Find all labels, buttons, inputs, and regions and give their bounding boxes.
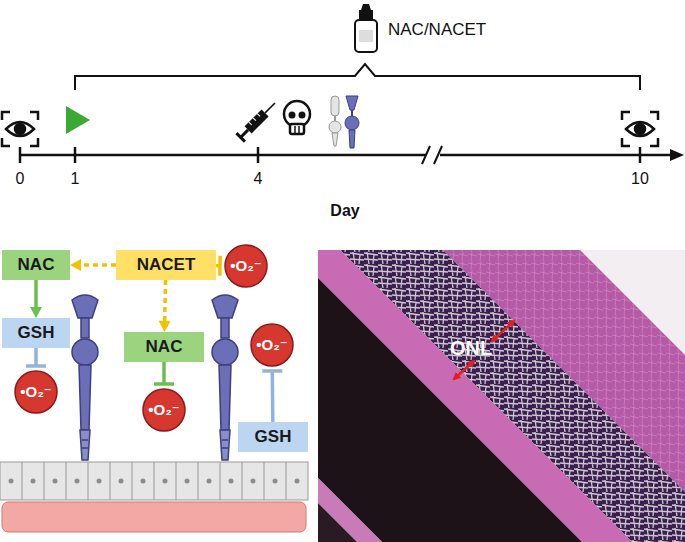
node-text: NAC — [18, 255, 55, 275]
inhibition-bar — [218, 256, 222, 276]
eye-drop-bottle — [355, 4, 377, 52]
treatment-bracket — [75, 64, 640, 90]
day-tick-label: 4 — [254, 170, 263, 188]
connector-line — [34, 280, 38, 309]
skull-icon — [284, 101, 310, 134]
arrow-head — [70, 259, 81, 271]
compound-box: GSH — [238, 422, 308, 452]
compound-box: NACET — [116, 250, 216, 280]
circle-shape — [15, 371, 57, 413]
connector — [30, 280, 42, 318]
day-tick-label: 10 — [631, 170, 649, 188]
connector — [159, 280, 171, 332]
compound-box: NAC — [124, 332, 204, 362]
superoxide-circle: •O₂⁻ — [224, 244, 268, 288]
rod-icon — [329, 96, 341, 146]
inhibition-bar — [154, 382, 174, 386]
superoxide-circle: •O₂⁻ — [142, 388, 186, 432]
day-tick-label: 1 — [71, 170, 80, 188]
syringe-icon — [235, 99, 279, 143]
start-triangle — [66, 106, 90, 134]
node-text: •O₂⁻ — [20, 383, 52, 401]
connector-line — [162, 362, 166, 384]
connector — [154, 362, 174, 384]
compound-box: NAC — [2, 250, 70, 280]
connector-line — [165, 280, 166, 323]
connector-line — [271, 371, 275, 422]
cone-icon — [345, 96, 359, 148]
histology-image — [318, 250, 685, 542]
inhibition-bar — [26, 364, 46, 368]
layer-label: ONL — [450, 337, 492, 360]
node-text: •O₂⁻ — [148, 401, 180, 419]
connector-line — [79, 263, 116, 267]
node-text: NAC — [146, 337, 183, 357]
superoxide-circle: •O₂⁻ — [14, 370, 58, 414]
connector — [70, 259, 116, 271]
node-text: NACET — [137, 255, 196, 275]
axis-title: Day — [330, 202, 359, 220]
connector-line — [34, 348, 38, 366]
circle-shape — [143, 389, 185, 431]
compound-box: GSH — [2, 318, 70, 348]
timeline-axis — [20, 146, 684, 164]
node-text: GSH — [18, 323, 55, 343]
superoxide-circle: •O₂⁻ — [250, 323, 294, 367]
connector — [216, 256, 220, 276]
connector — [262, 371, 282, 422]
inhibition-bar — [262, 369, 282, 373]
node-text: •O₂⁻ — [256, 336, 288, 354]
treatment-label: NAC/NACET — [388, 20, 486, 40]
photoreceptor — [72, 295, 98, 460]
photoreceptor — [212, 295, 238, 460]
arrow-head — [30, 307, 42, 318]
arrow-head — [159, 321, 171, 332]
circle-shape — [225, 245, 267, 287]
eye-icon — [622, 112, 658, 146]
circle-shape — [251, 324, 293, 366]
node-text: GSH — [255, 427, 292, 447]
day-tick-label: 0 — [16, 170, 25, 188]
connector — [26, 348, 46, 366]
eye-icon — [2, 112, 38, 146]
rpe-layer — [0, 462, 308, 532]
node-text: •O₂⁻ — [230, 257, 262, 275]
